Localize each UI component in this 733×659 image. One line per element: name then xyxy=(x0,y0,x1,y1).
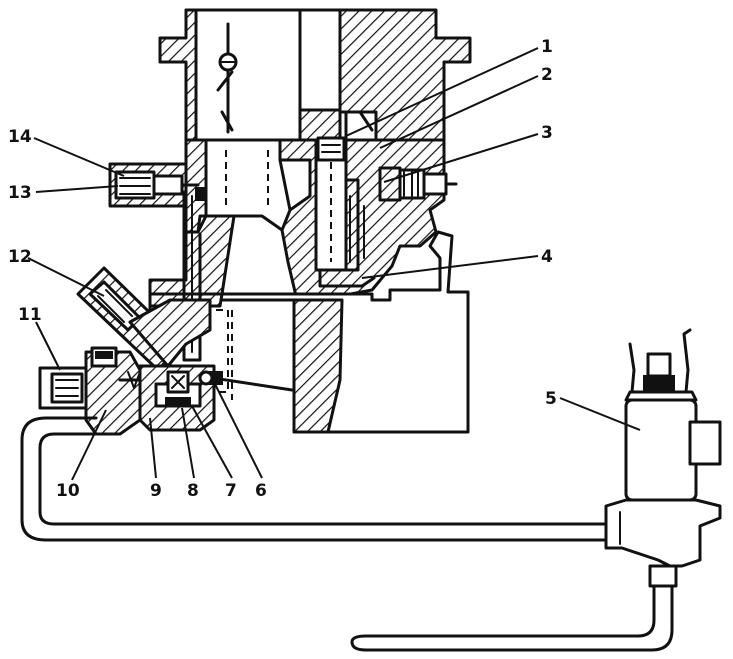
callout-2: 2 xyxy=(541,65,553,85)
callout-6: 6 xyxy=(255,481,267,501)
callout-9: 9 xyxy=(150,481,162,501)
callout-5: 5 xyxy=(545,389,557,409)
callout-1: 1 xyxy=(541,37,553,57)
callout-11: 11 xyxy=(18,305,42,325)
callout-leaders xyxy=(27,47,641,481)
callout-4: 4 xyxy=(541,247,553,267)
callout-14: 14 xyxy=(8,127,32,147)
callout-8: 8 xyxy=(187,481,199,501)
vacuum-hose xyxy=(20,416,608,542)
hose-fitting-block xyxy=(604,498,722,568)
solenoid-body xyxy=(624,398,698,502)
callout-12: 12 xyxy=(8,247,32,267)
carburetor-main-body xyxy=(148,110,458,298)
callout-3: 3 xyxy=(541,123,553,143)
float-bowl-vent-channel xyxy=(298,8,342,112)
callout-labels: 1 2 3 4 5 6 7 8 9 10 11 12 13 14 xyxy=(8,37,557,501)
solenoid-valve xyxy=(350,328,722,652)
solenoid-connector xyxy=(688,420,722,466)
throttle-body xyxy=(148,230,470,434)
idle-jet-assembly xyxy=(108,162,200,208)
air-horn-top-cover xyxy=(158,8,472,142)
callout-13: 13 xyxy=(8,183,32,203)
callout-10: 10 xyxy=(56,481,80,501)
valve-diaphragm xyxy=(165,397,191,407)
callout-7: 7 xyxy=(225,481,237,501)
